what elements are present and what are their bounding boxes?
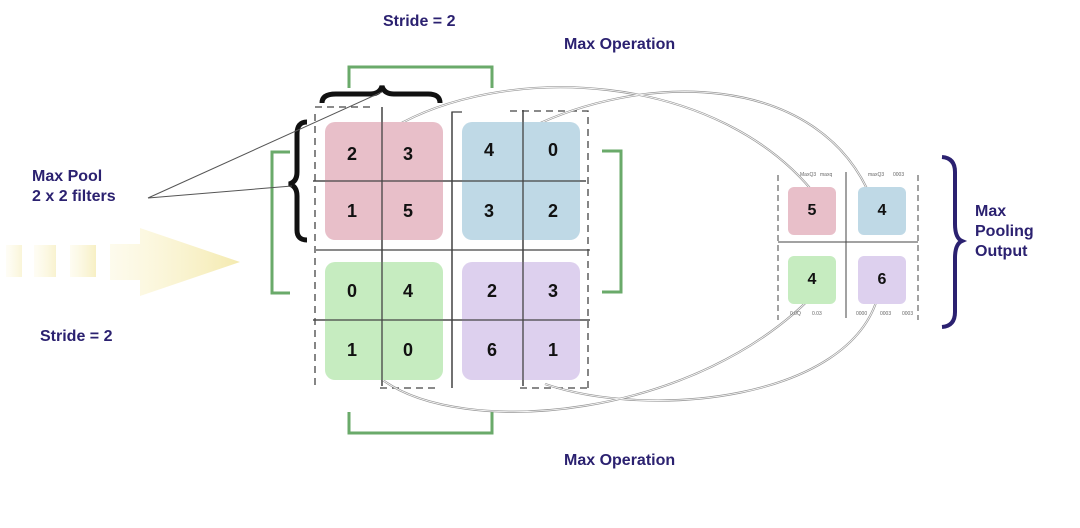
output-tiny-text: 0000 (856, 311, 868, 317)
input-cell: 2 (547, 200, 558, 221)
stride-bracket-top (347, 65, 494, 88)
input-cell: 1 (346, 200, 357, 221)
input-cell: 4 (483, 139, 494, 160)
input-cell: 0 (346, 280, 357, 301)
output-brace (941, 155, 968, 329)
max-operation-label-bottom: Max Operation (564, 452, 676, 469)
output-tiny-text: 0003 (902, 311, 914, 317)
input-cell: 0 (547, 139, 558, 160)
output-label-line2: Pooling (975, 223, 1034, 240)
output-cell: 4 (858, 187, 906, 235)
max-pooling-output-label: Max Pooling Output (975, 202, 1034, 262)
filter-brace-top (319, 85, 443, 104)
input-cell: 1 (346, 339, 357, 360)
output-tiny-text: maxq (820, 172, 833, 178)
input-cell: 3 (547, 280, 558, 301)
quadrant-green (325, 262, 443, 380)
output-cell: 6 (858, 256, 906, 304)
output-tiny-text: MaxQ3 (800, 172, 817, 178)
max-operation-label-top: Max Operation (564, 36, 676, 53)
filter-pointer-lines (147, 91, 383, 199)
output-tiny-text: maxQ3 (868, 172, 885, 178)
output-tiny-text: 0.03 (812, 311, 822, 317)
output-tiny-text: 0.0Q (790, 311, 801, 317)
output-cell: 5 (788, 187, 836, 235)
quadrant-purple (462, 262, 580, 380)
input-cell: 2 (486, 280, 497, 301)
input-cell: 3 (483, 200, 494, 221)
filter-brace-left (288, 119, 308, 243)
input-cell: 5 (402, 200, 413, 221)
stride-bracket-bottom (347, 412, 494, 435)
output-tiny-text: 0003 (880, 311, 892, 317)
output-grid-lines (777, 172, 919, 320)
stride-bracket-left (270, 150, 290, 295)
output-label-line1: Max (975, 203, 1007, 220)
input-arrow (6, 228, 240, 296)
output-label-line3: Output (975, 243, 1028, 260)
max-pool-label-line1: Max Pool (32, 168, 103, 185)
input-cell: 1 (547, 339, 558, 360)
input-cell: 6 (486, 339, 497, 360)
output-cell: 4 (788, 256, 836, 304)
stride-label-top: Stride = 2 (383, 13, 456, 30)
stride-label-left: Stride = 2 (40, 328, 113, 345)
input-cell: 0 (402, 339, 413, 360)
max-pool-label: Max Pool 2 x 2 filters (32, 167, 116, 207)
input-cell: 3 (402, 143, 413, 164)
max-pool-label-line2: 2 x 2 filters (32, 188, 116, 205)
input-cell: 2 (346, 143, 357, 164)
stride-bracket-right (602, 149, 623, 294)
input-cell: 4 (402, 280, 413, 301)
output-tiny-text: 0003 (893, 172, 905, 178)
